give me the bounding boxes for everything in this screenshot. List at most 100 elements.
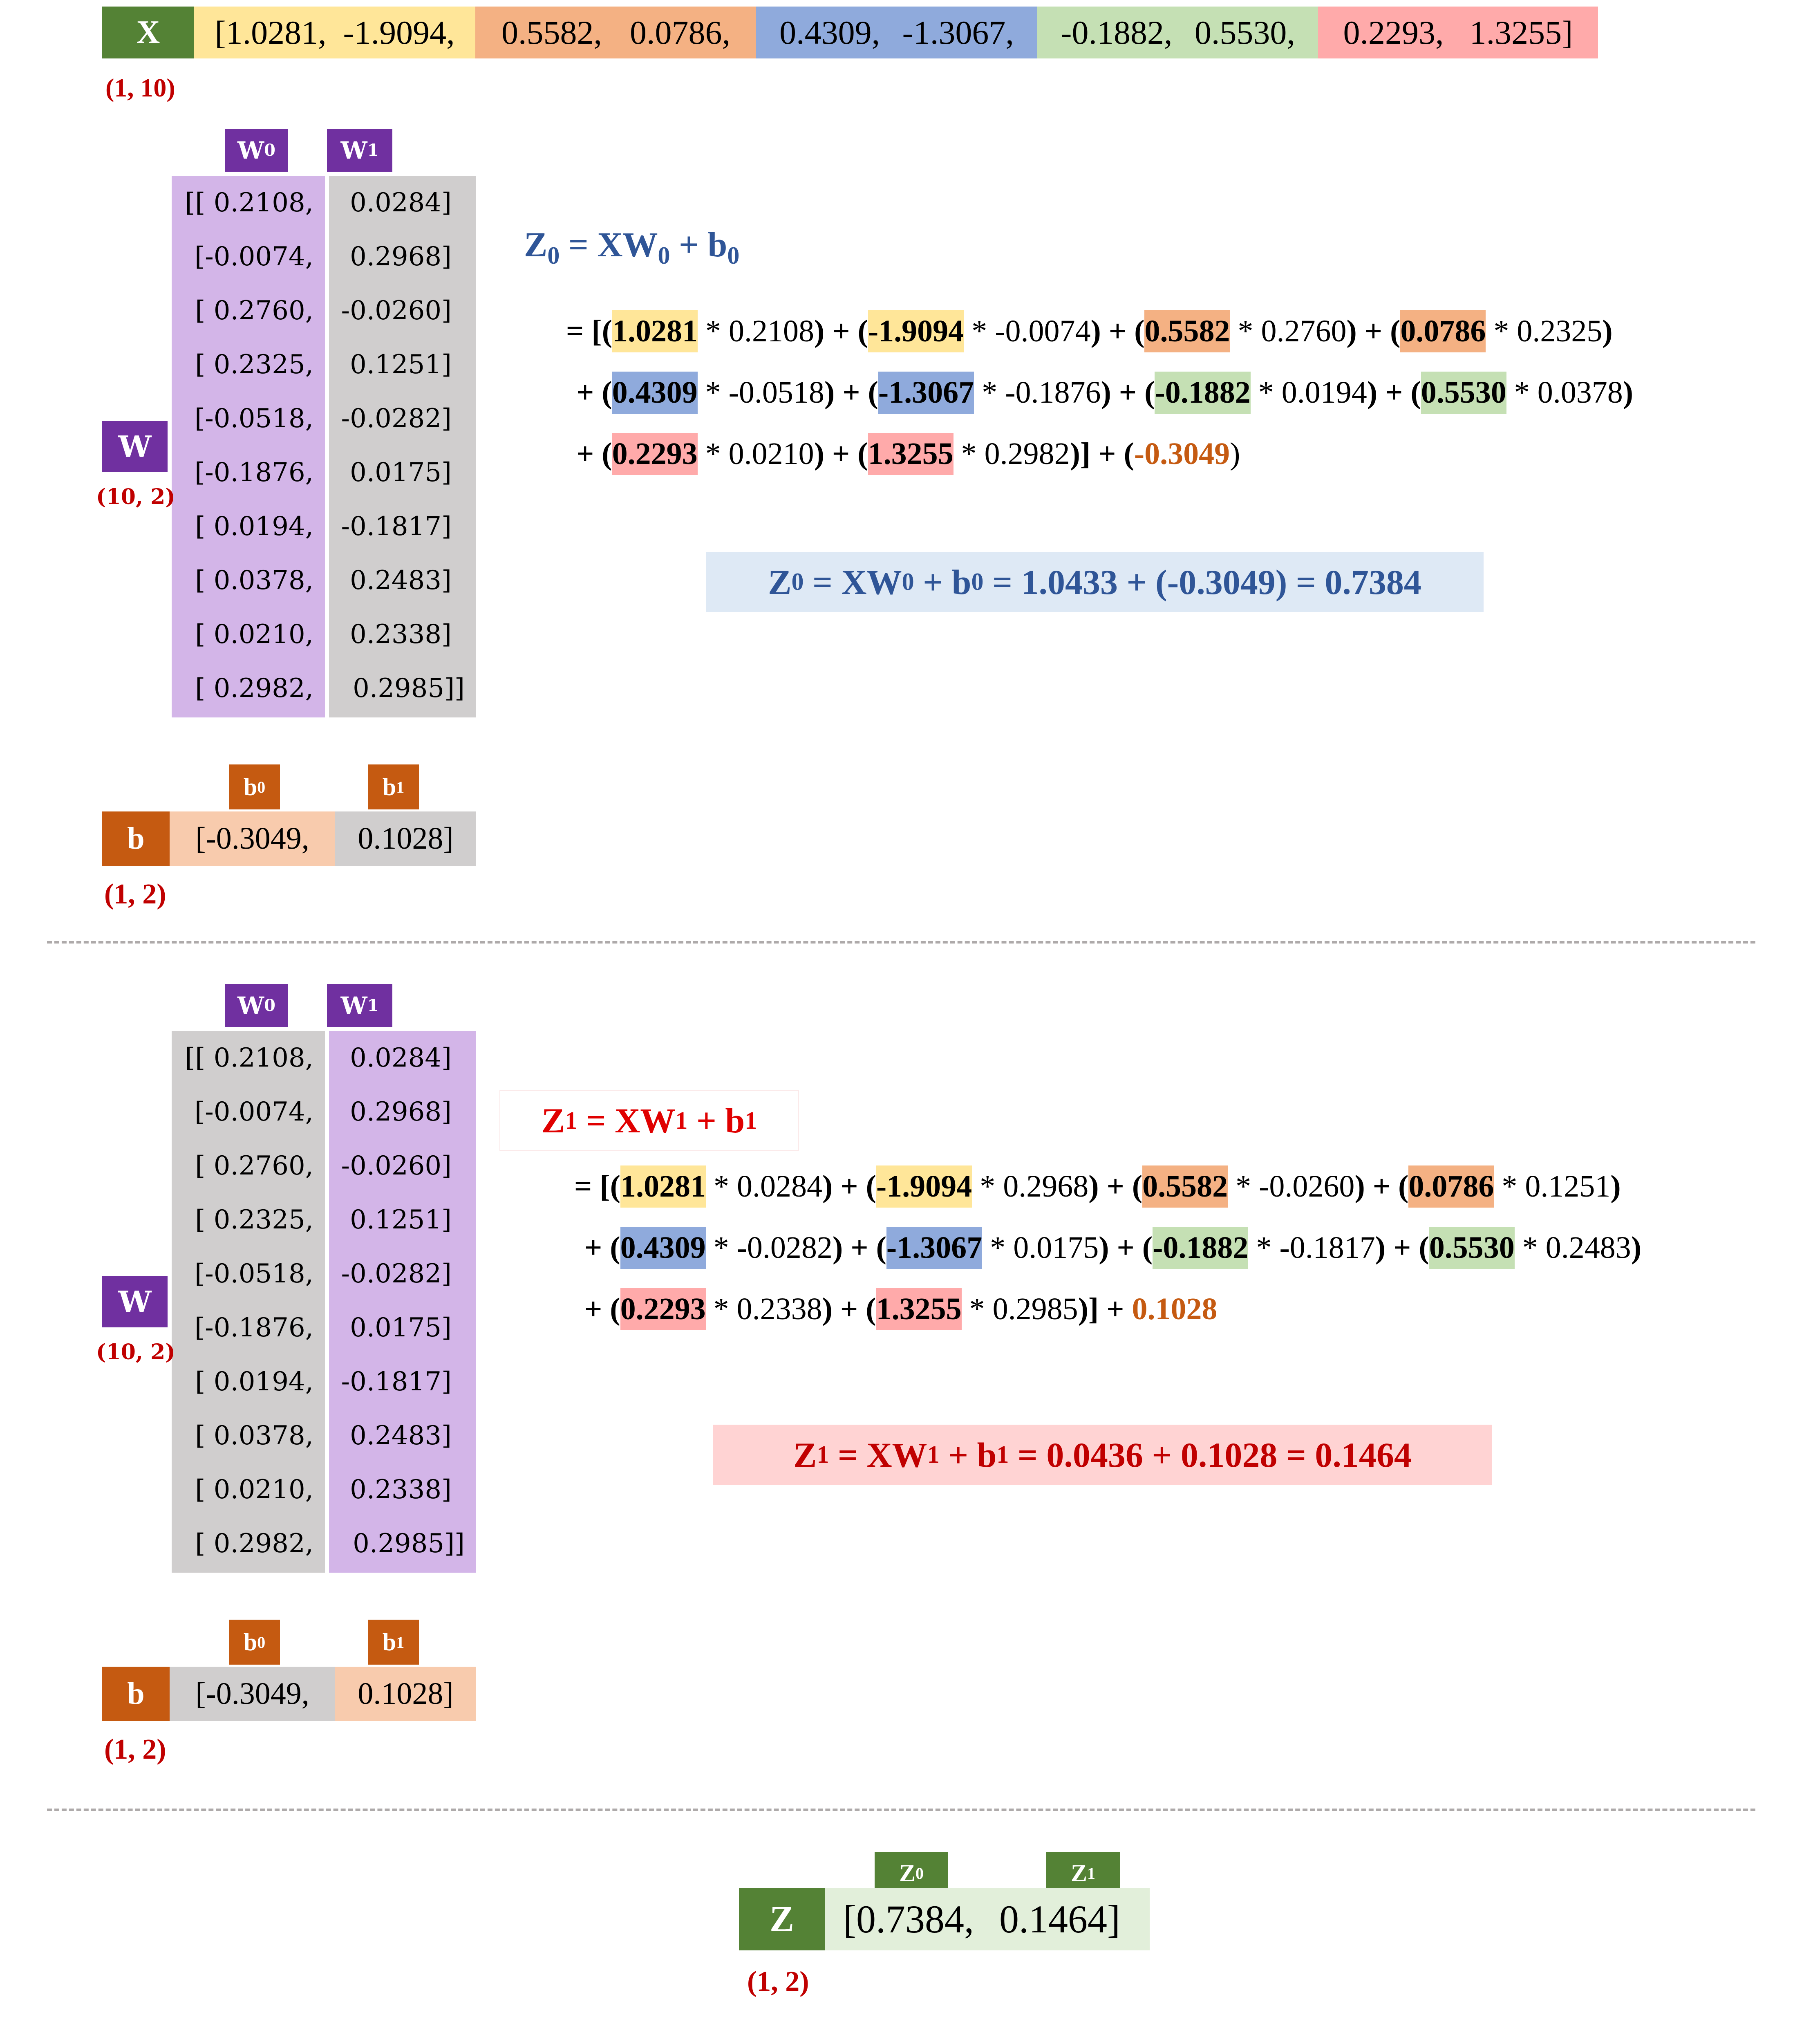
times-sign: *: [972, 1169, 1003, 1204]
operator: ): [1610, 1169, 1621, 1204]
x-shape: (1, 10): [105, 73, 175, 102]
expansion-line: = [(1.0281 * 0.2108) + (-1.9094 * -0.007…: [566, 305, 1613, 358]
times-sign: *: [961, 1291, 993, 1326]
tag-base: W: [237, 136, 264, 164]
expansion-line: + (0.4309 * -0.0518) + (-1.3067 * -0.187…: [576, 366, 1633, 419]
w-cell: [-0.1876,: [195, 457, 313, 488]
times-sign: *: [964, 314, 995, 348]
heading-part: Z: [541, 1101, 565, 1140]
line-prefix: + (: [576, 436, 612, 471]
w-cell: [ 0.0210,: [195, 1475, 313, 1505]
operator: )] +: [1078, 1291, 1132, 1326]
x-term-highlight: 0.4309: [612, 371, 698, 414]
operator: ) + (: [1354, 1169, 1409, 1204]
result-part: = XW: [804, 562, 902, 602]
w-term: 0.0194: [1281, 375, 1367, 410]
expansion-line: + (0.2293 * 0.0210) + (1.3255 * 0.2982)]…: [576, 427, 1240, 480]
w-cell: [ 0.0210,: [195, 619, 313, 650]
w-term: -0.0074: [995, 314, 1091, 348]
w-column-1: 0.0284]0.2968]-0.0260]0.1251]-0.0282]0.0…: [329, 1031, 476, 1573]
times-sign: *: [974, 375, 1005, 410]
x-value: -1.3067,: [902, 13, 1014, 51]
expansion-line: + (0.4309 * -0.0282) + (-1.3067 * 0.0175…: [584, 1221, 1641, 1274]
w-cell: 0.2968]: [350, 242, 452, 272]
result-part: + b: [939, 1435, 997, 1475]
w-column-1: 0.0284]0.2968]-0.0260]0.1251]-0.0282]0.0…: [329, 176, 476, 717]
operator: ) + (: [822, 1169, 876, 1204]
w-cell: 0.0284]: [350, 1043, 452, 1073]
w-cell: 0.0175]: [350, 457, 452, 488]
w-cell: 0.2338]: [350, 619, 452, 650]
times-sign: *: [982, 1230, 1014, 1265]
tag-base: W: [237, 991, 264, 1020]
expansion-line: + (0.2293 * 0.2338) + (1.3255 * 0.2985)]…: [584, 1282, 1218, 1336]
times-sign: *: [697, 436, 729, 471]
w-label: W: [102, 421, 168, 472]
operator: ) + (: [1375, 1230, 1429, 1265]
operator: ) + (: [814, 436, 868, 471]
heading-part: + b: [687, 1101, 745, 1140]
line-prefix: + (: [584, 1230, 620, 1265]
x-value: [1.0281,: [215, 13, 327, 51]
expansion-line: = [(1.0281 * 0.0284) + (-1.9094 * 0.2968…: [574, 1160, 1621, 1213]
heading-part: = XW: [560, 225, 658, 264]
w-term: 0.2483: [1545, 1230, 1631, 1265]
heading-part: 1: [565, 1107, 577, 1134]
line-prefix: + (: [584, 1291, 620, 1326]
w-cell: [ 0.2760,: [195, 296, 313, 326]
x-value: -1.9094,: [343, 13, 455, 51]
w-term: -0.0518: [728, 375, 824, 410]
z-values: [0.7384, 0.1464]: [825, 1888, 1150, 1950]
w-cell: [-0.0518,: [195, 1259, 313, 1289]
x-term-highlight: 0.0786: [1400, 310, 1486, 352]
tag-sub: 1: [396, 778, 405, 796]
operator: ) + (: [822, 1291, 876, 1326]
times-sign: *: [697, 314, 729, 348]
w-term: 0.2982: [984, 436, 1070, 471]
divider-2: [47, 1809, 1755, 1811]
result-part: 1: [927, 1441, 940, 1468]
w-column-0: [[ 0.2108,[-0.0074,[ 0.2760,[ 0.2325,[-0…: [172, 176, 325, 717]
tag-base: b: [243, 773, 257, 800]
b-label: b: [102, 811, 170, 866]
bias-term: -0.3049: [1134, 436, 1230, 471]
w-cell: [ 0.0378,: [195, 1421, 313, 1451]
line-prefix: = [(: [566, 314, 612, 348]
times-sign: *: [1228, 1169, 1259, 1204]
w-term: 0.2338: [736, 1291, 822, 1326]
times-sign: *: [953, 436, 985, 471]
operator: ) + (: [832, 1230, 886, 1265]
heading-part: Z: [524, 225, 548, 264]
b-cell-1: 0.1028]: [335, 1667, 476, 1721]
w-cell: 0.2483]: [350, 1421, 452, 1451]
x-term-highlight: 0.0786: [1408, 1165, 1494, 1208]
w-cell: 0.1251]: [350, 1205, 452, 1235]
w-term: -0.1876: [1005, 375, 1101, 410]
w-term: 0.0378: [1537, 375, 1623, 410]
w-shape: (10, 2): [96, 484, 175, 509]
w-term: 0.2985: [992, 1291, 1078, 1326]
x-term-highlight: -0.1882: [1155, 371, 1251, 414]
operator: ) + (: [1099, 1230, 1153, 1265]
w-cell: [[ 0.2108,: [185, 1043, 313, 1073]
times-sign: *: [1494, 1169, 1525, 1204]
result-part: 0: [791, 568, 804, 595]
tag-sub: 0: [264, 141, 275, 160]
b-cell-0: [-0.3049,: [170, 1667, 335, 1721]
w-cell: [ 0.0378,: [195, 565, 313, 596]
heading-part: 1: [745, 1107, 757, 1134]
w-cell: [ 0.0194,: [195, 511, 313, 542]
result-part: 0: [902, 568, 914, 595]
w-cell: 0.2985]]: [353, 673, 465, 704]
b-cell-1: 0.1028]: [335, 811, 476, 866]
heading-part: 0: [727, 242, 740, 269]
w-term: 0.0284: [736, 1169, 822, 1204]
x-term-highlight: 0.5582: [1144, 310, 1230, 352]
